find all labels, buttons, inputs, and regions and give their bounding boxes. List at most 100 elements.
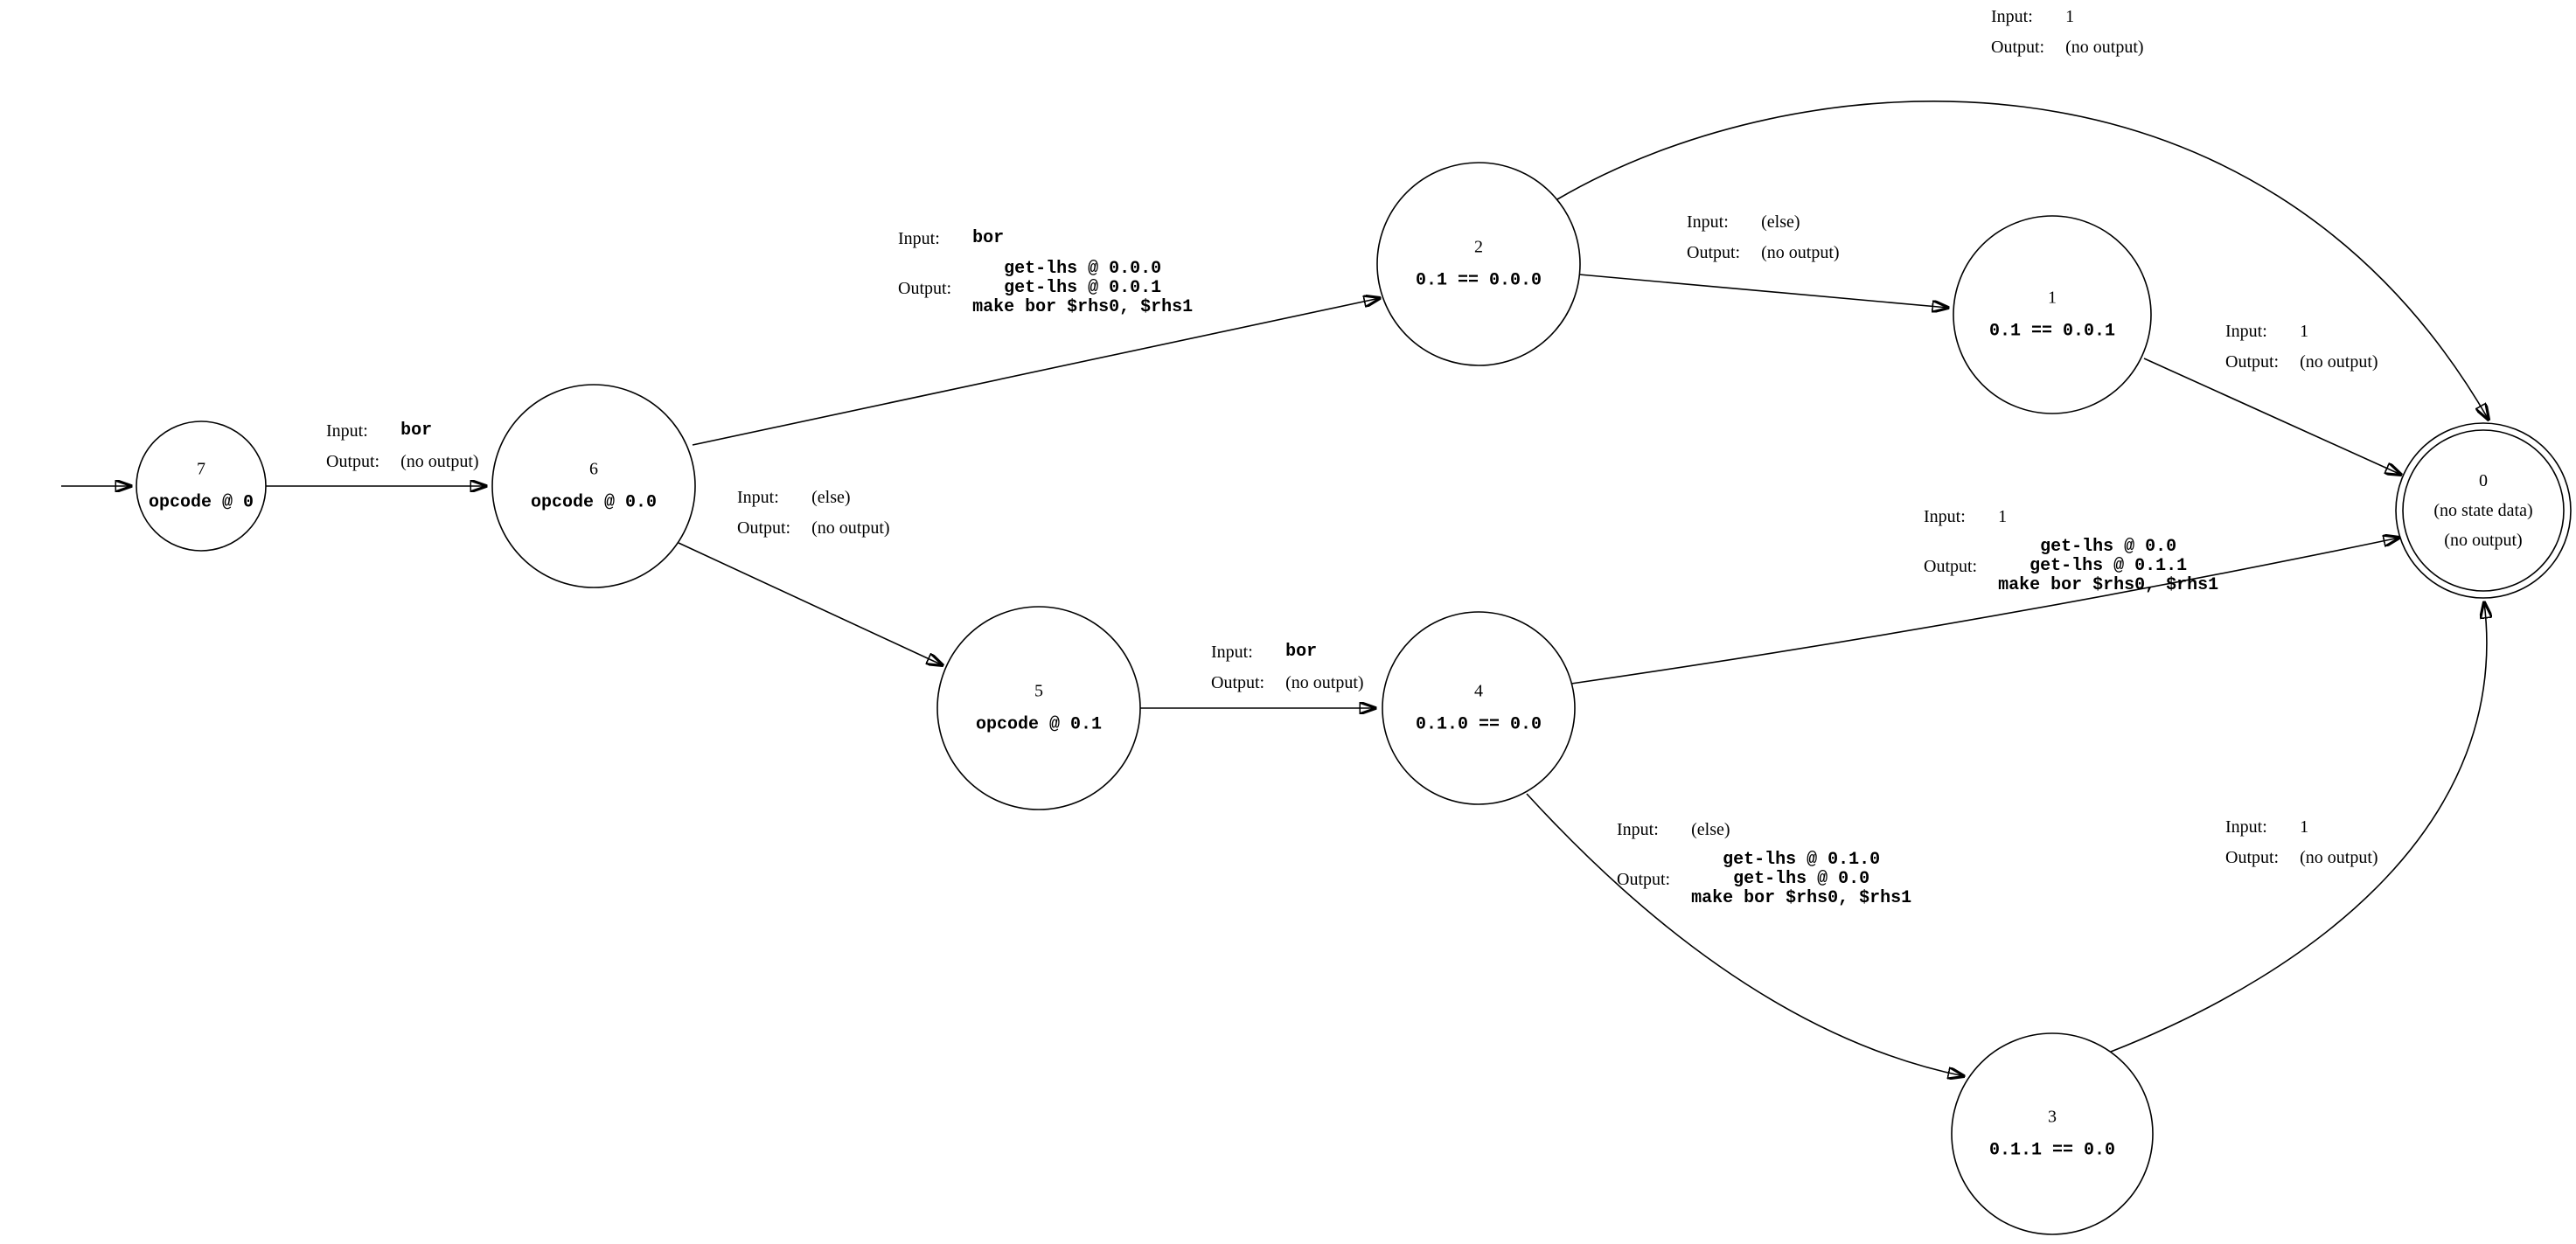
input-key: Input:: [737, 488, 779, 507]
state-2-name: 2: [1474, 237, 1483, 257]
input-key: Input:: [2225, 322, 2267, 341]
state-7-label: 7 opcode @ 0: [149, 460, 254, 513]
state-3-data: 0.1.1 == 0.0: [1988, 1140, 2116, 1161]
state-5-label: 5 opcode @ 0.1: [976, 682, 1102, 735]
output-line: get-lhs @ 0.0: [2040, 537, 2177, 557]
output-key: Output:: [898, 279, 952, 298]
state-2-data: 0.1 == 0.0.0: [1415, 270, 1542, 291]
edge-4-to-3: [1526, 793, 1964, 1076]
state-4-circle: [1382, 611, 1576, 805]
state-6-data: opcode @ 0.0: [530, 492, 658, 513]
edge-label-1-to-0: Input: 1 Output: (no output): [2225, 322, 2378, 372]
edge-6-to-5: [678, 542, 943, 665]
output-value: (no output): [1285, 673, 1364, 692]
input-value: 1: [2065, 7, 2075, 26]
output-key: Output:: [2225, 352, 2280, 372]
output-line: make bor $rhs0, $rhs1: [972, 297, 1194, 317]
state-7-name: 7: [197, 459, 205, 479]
edge-1-to-0: [2143, 358, 2401, 475]
state-6-circle: [491, 384, 696, 588]
output-line: get-lhs @ 0.0: [1733, 869, 1870, 889]
edge-label-2-to-1: Input: (else) Output: (no output): [1687, 212, 1840, 262]
edge-3-to-0: [2110, 602, 2487, 1053]
state-4-label: 4 0.1.0 == 0.0: [1416, 682, 1542, 735]
input-value: (else): [1761, 212, 1800, 232]
input-value: bor: [972, 228, 1005, 248]
state-4-name: 4: [1474, 681, 1483, 701]
output-key: Output:: [1617, 870, 1671, 889]
output-value-lines: get-lhs @ 0.0.0 get-lhs @ 0.0.1 make bor…: [972, 260, 1193, 317]
edge-label-3-to-0: Input: 1 Output: (no output): [2225, 817, 2378, 867]
edge-label-4-to-3: Input: (else) Output: get-lhs @ 0.1.0 ge…: [1617, 820, 1911, 908]
input-key: Input:: [898, 229, 940, 248]
input-key: Input:: [1211, 643, 1253, 662]
output-key: Output:: [326, 452, 380, 471]
input-value: 1: [2300, 817, 2309, 837]
state-2-circle: [1376, 162, 1581, 366]
input-value: bor: [1285, 642, 1318, 662]
nodes: [136, 162, 2572, 1235]
input-value: 1: [2300, 322, 2309, 341]
output-line: get-lhs @ 0.1.1: [2029, 556, 2188, 576]
state-0-data-line2: (no output): [2444, 531, 2523, 550]
edge-4-to-0: [1570, 538, 2399, 685]
input-key: Input:: [1687, 212, 1729, 232]
edge-6-to-2: [692, 298, 1380, 446]
output-value-lines: get-lhs @ 0.0 get-lhs @ 0.1.1 make bor $…: [1998, 538, 2218, 595]
state-5-data: opcode @ 0.1: [975, 714, 1103, 735]
input-key: Input:: [1617, 820, 1659, 839]
output-line: make bor $rhs0, $rhs1: [1691, 888, 1912, 908]
edge-label-6-to-5: Input: (else) Output: (no output): [737, 488, 890, 538]
edge-label-5-to-4: Input: bor Output: (no output): [1211, 642, 1364, 693]
input-value: 1: [1998, 507, 2008, 526]
edge-label-6-to-2: Input: bor Output: get-lhs @ 0.0.0 get-l…: [898, 229, 1193, 317]
input-value: (else): [811, 488, 851, 507]
output-line: get-lhs @ 0.1.0: [1723, 850, 1881, 870]
input-key: Input:: [1991, 7, 2033, 26]
state-1-data: 0.1 == 0.0.1: [1988, 321, 2116, 342]
output-line: get-lhs @ 0.0.1: [1004, 278, 1162, 298]
state-1-label: 1 0.1 == 0.0.1: [1989, 288, 2115, 342]
input-value: bor: [400, 420, 433, 441]
state-0-label: 0 (no state data) (no output): [2433, 471, 2532, 550]
state-5-name: 5: [1034, 681, 1043, 701]
state-2-label: 2 0.1 == 0.0.0: [1416, 238, 1542, 291]
state-3-circle: [1951, 1032, 2154, 1235]
output-key: Output:: [1211, 673, 1265, 692]
state-6-name: 6: [589, 459, 598, 479]
state-0-data-line1: (no state data): [2433, 501, 2533, 520]
state-5-circle: [936, 606, 1141, 810]
state-1-name: 1: [2048, 288, 2057, 308]
output-key: Output:: [1991, 38, 2045, 57]
output-value: (no output): [2300, 848, 2378, 867]
state-7-data: opcode @ 0: [148, 492, 254, 513]
output-value: (no output): [400, 452, 479, 471]
output-line: get-lhs @ 0.0.0: [1004, 259, 1162, 279]
state-0-inner-circle: [2402, 429, 2565, 592]
state-4-data: 0.1.0 == 0.0: [1415, 714, 1542, 735]
edge-label-7-to-6: Input: bor Output: (no output): [326, 420, 479, 472]
edge-label-2-to-0: Input: 1 Output: (no output): [1991, 7, 2144, 57]
output-value: (no output): [2300, 352, 2378, 372]
output-value: (no output): [811, 518, 890, 538]
state-7-circle: [136, 420, 267, 552]
edge-2-to-0: [1556, 101, 2489, 420]
state-1-circle: [1953, 215, 2152, 414]
output-value: (no output): [2065, 38, 2144, 57]
output-line: make bor $rhs0, $rhs1: [1998, 575, 2219, 595]
edges: [61, 101, 2489, 1076]
output-value: (no output): [1761, 243, 1840, 262]
output-value-lines: get-lhs @ 0.1.0 get-lhs @ 0.0 make bor $…: [1691, 851, 1911, 908]
output-key: Output:: [1687, 243, 1741, 262]
input-key: Input:: [1924, 507, 1966, 526]
input-key: Input:: [2225, 817, 2267, 837]
state-3-label: 3 0.1.1 == 0.0: [1989, 1108, 2115, 1161]
output-key: Output:: [2225, 848, 2280, 867]
state-6-label: 6 opcode @ 0.0: [531, 460, 657, 513]
input-key: Input:: [326, 421, 368, 441]
edge-2-to-1: [1578, 274, 1948, 308]
input-value: (else): [1691, 820, 1730, 839]
output-key: Output:: [737, 518, 791, 538]
